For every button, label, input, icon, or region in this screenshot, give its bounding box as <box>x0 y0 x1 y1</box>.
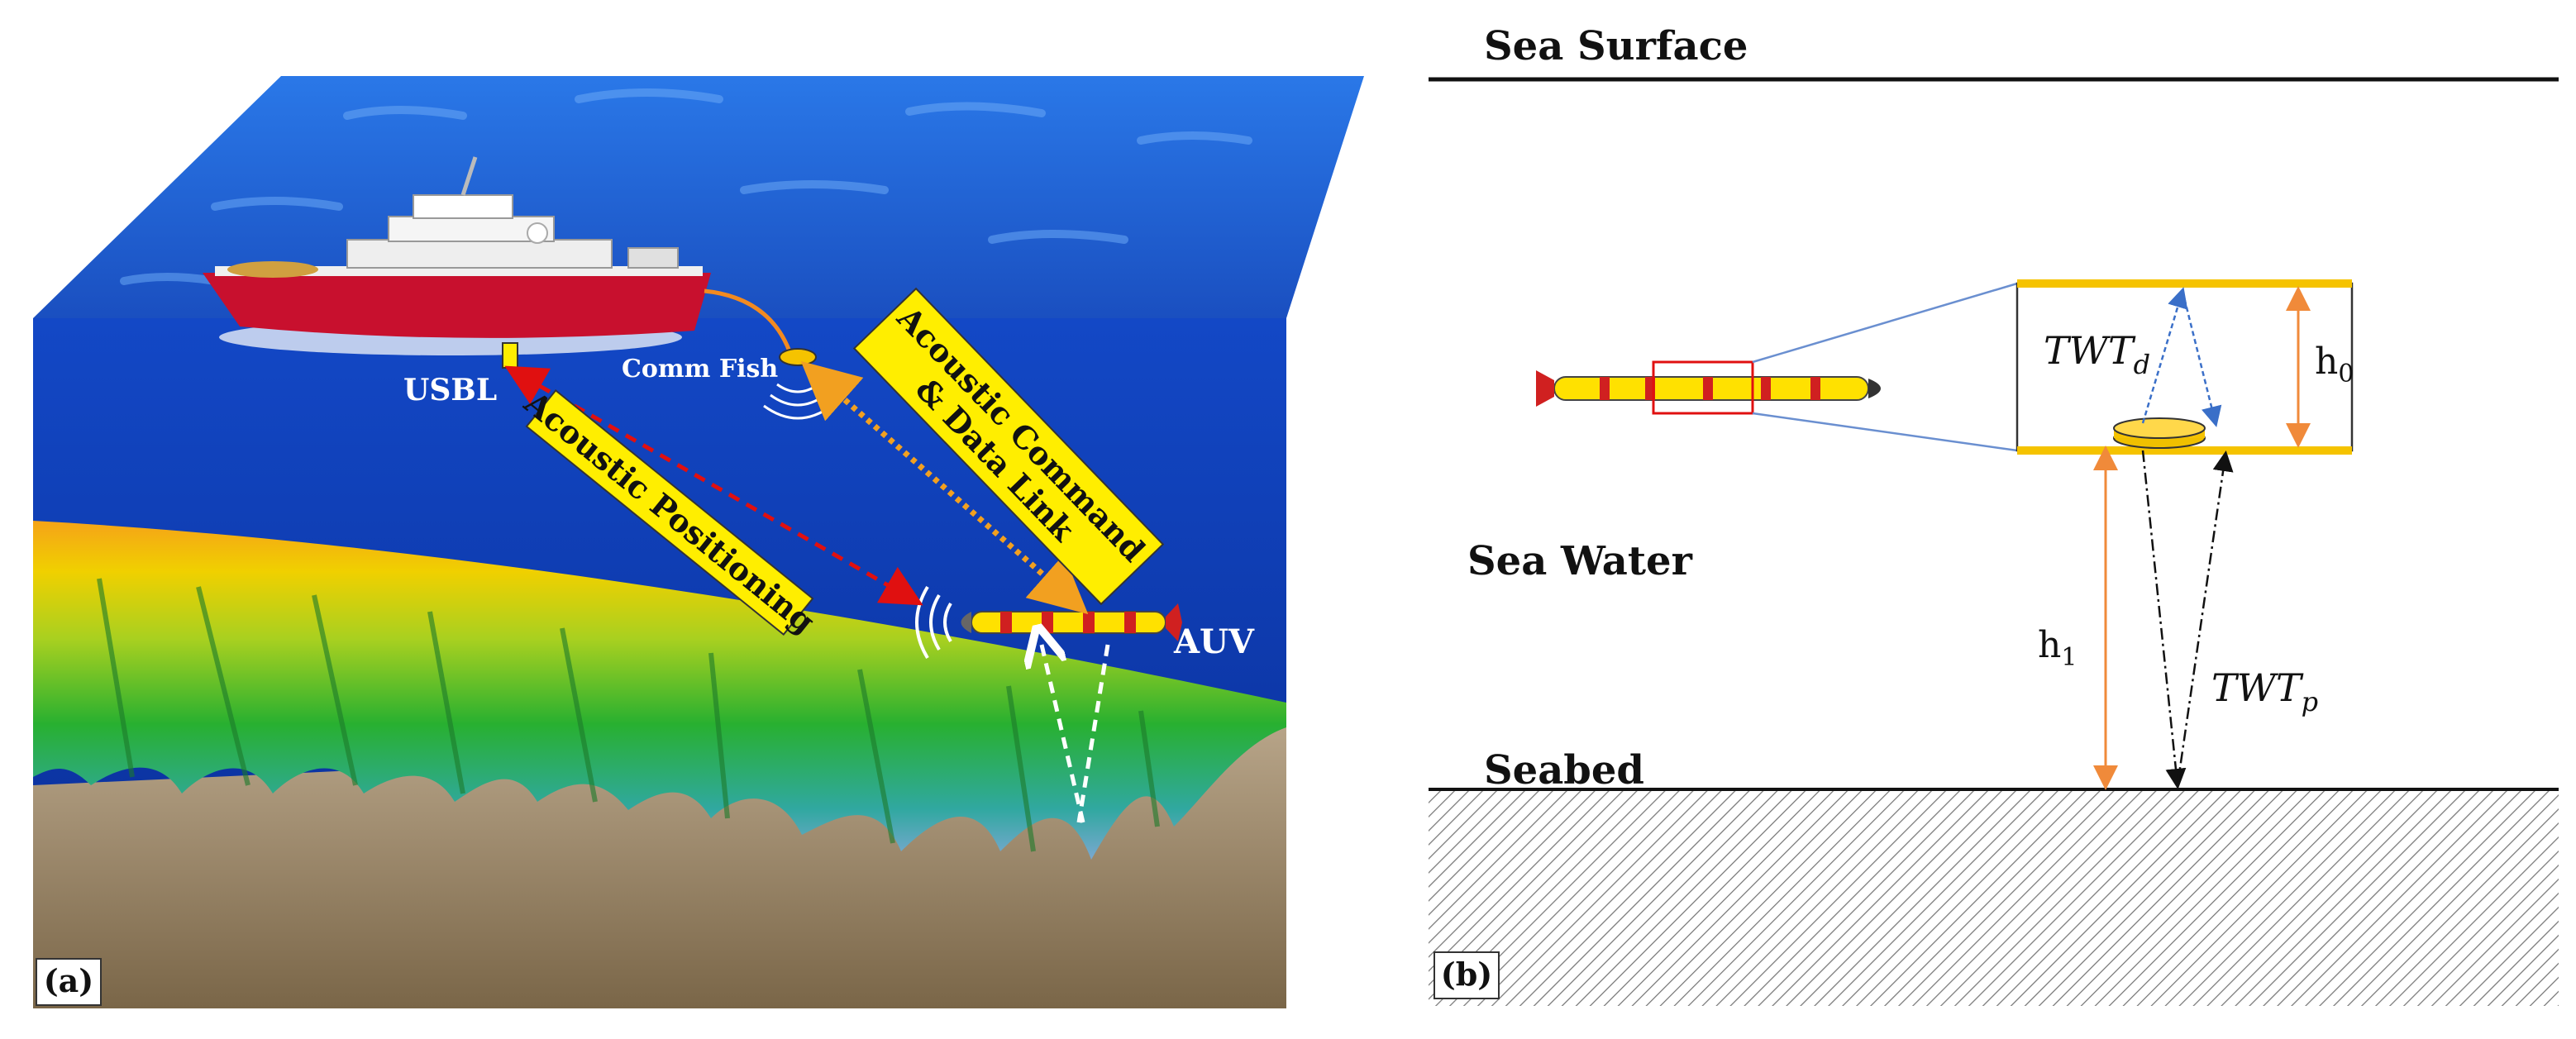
h0-subscript: 0 <box>2338 360 2354 388</box>
auv-hull-bottom <box>2017 446 2352 455</box>
tow-cable <box>704 288 792 352</box>
zoom-line-top <box>1752 282 2018 364</box>
zoom-source-box <box>1652 360 1754 415</box>
auv-label: AUV <box>1173 622 1255 661</box>
auv-sonar-beams <box>1042 645 1110 823</box>
panel-a-label: (a) <box>44 962 94 999</box>
wave-texture <box>120 88 1252 285</box>
bathymetry-terrain <box>33 521 1286 860</box>
twt-p-arrow-down <box>2141 450 2187 789</box>
auv-small-icon <box>1536 370 1881 407</box>
comm-fish-label: Comm Fish <box>622 355 778 384</box>
h0-label: h0 <box>2315 341 2354 388</box>
acoustic-command-arrow <box>800 360 1089 615</box>
sea-surface-label: Sea Surface <box>1484 23 1748 69</box>
twt-p-subscript: p <box>2302 686 2318 717</box>
twt-d-subscript: d <box>2134 349 2150 380</box>
auv-icon <box>961 603 1182 641</box>
panel-b: Sea Surface Seabed Sea Water <box>1429 23 2559 1006</box>
h1-label: h1 <box>2038 624 2077 672</box>
zoom-line-bottom <box>1752 412 2018 452</box>
usbl-transducer-icon <box>502 342 518 369</box>
twt-d-label: TWTd <box>2044 328 2150 380</box>
twt-p-arrow-up <box>2176 450 2234 786</box>
seabed-label: Seabed <box>1484 747 1644 794</box>
panel-a-label-box <box>36 958 102 1006</box>
sea-water-label: Sea Water <box>1467 538 1693 584</box>
seabed-sediment <box>1429 789 2559 1006</box>
twt-p-label: TWTp <box>2211 665 2318 717</box>
survey-ship <box>203 156 711 355</box>
h1-subscript: 1 <box>2061 643 2077 672</box>
terrain-ridges <box>97 578 1160 852</box>
panel-a: Acoustic Positioning Acoustic Command & … <box>33 76 1364 1008</box>
panel-b-label: (b) <box>1441 956 1493 993</box>
usbl-label: USBL <box>403 373 497 407</box>
twt-d-arrow-down <box>2181 290 2222 427</box>
altimeter-transducer-icon <box>2113 417 2206 449</box>
panel-b-label-box <box>1433 951 1500 999</box>
twt-d-arrow-up <box>2141 287 2188 424</box>
auv-hull-top <box>2017 279 2352 288</box>
